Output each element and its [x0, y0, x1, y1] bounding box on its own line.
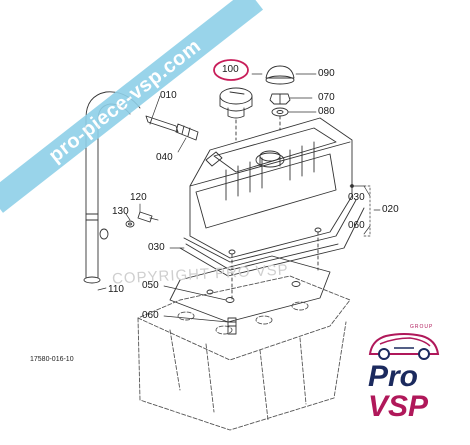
dome-cap — [265, 65, 295, 85]
label-050: 050 — [142, 280, 159, 291]
label-040: 040 — [156, 152, 173, 163]
car-logo-icon — [368, 333, 440, 360]
seal-washer — [271, 107, 289, 117]
highlight-ring — [213, 59, 249, 81]
cover-gasket — [179, 207, 365, 277]
valve-cover — [183, 117, 357, 263]
leader-lines — [97, 73, 381, 323]
hex-nut — [269, 93, 291, 105]
label-080: 080 — [318, 106, 335, 117]
label-130: 130 — [112, 206, 129, 217]
pipe-fitting — [175, 123, 199, 141]
drawing-code: 17580-016-10 — [30, 356, 74, 363]
label-070: 070 — [318, 92, 335, 103]
leader-dot — [350, 184, 354, 188]
hose — [145, 115, 179, 133]
label-030-left: 030 — [148, 242, 165, 253]
label-090: 090 — [318, 68, 335, 79]
label-100: 100 — [222, 64, 239, 75]
oil-filler-cap — [219, 87, 253, 119]
cylinder-head — [137, 275, 351, 431]
label-060-right: 060 — [348, 220, 365, 231]
label-020: 020 — [382, 204, 399, 215]
label-060-left: 060 — [142, 310, 159, 321]
label-120: 120 — [130, 192, 147, 203]
stud-bolt — [227, 317, 237, 335]
logo-group-text: GROUP — [410, 324, 434, 330]
label-030-right: 030 — [348, 192, 365, 203]
alignment-lines — [231, 115, 319, 301]
bolt-assembly — [125, 211, 159, 228]
label-110: 110 — [108, 284, 124, 295]
label-010: 010 — [160, 90, 177, 101]
logo-vsp-text: VSP — [368, 390, 429, 423]
logo-pro-text: Pro — [368, 360, 419, 393]
